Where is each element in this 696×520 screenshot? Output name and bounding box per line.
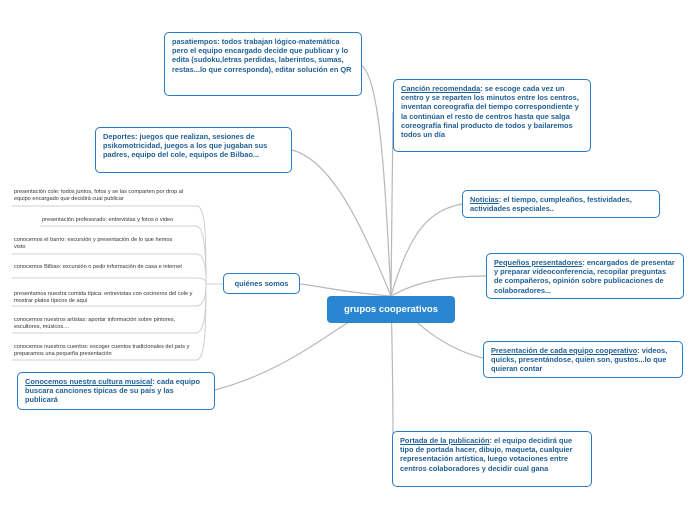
node-portada-text: : el equipo decidirá que tipo de portada…	[400, 436, 573, 473]
node-cancion-recomendada[interactable]: Canción recomendada: se escoge cada vez …	[393, 79, 591, 152]
node-noticias-title: Noticias	[470, 195, 499, 204]
leaf-conocemos-bilbao[interactable]: conocemos Bilbao: excursión o pedir info…	[14, 264, 182, 270]
leaf-presentacion-profesorado[interactable]: presentación profesorado: entrevistas y …	[42, 217, 174, 223]
node-quienes-somos[interactable]: quiénes somos	[223, 273, 300, 294]
leaf-conocemos-barrio[interactable]: conocemos el barrio: excursión y present…	[14, 237, 173, 250]
central-topic[interactable]: grupos cooperativos	[327, 296, 455, 323]
leaf-cuentos[interactable]: conocemos nuestros cuentos: escoger cuen…	[14, 344, 190, 357]
node-cultura-musical[interactable]: Conocemos nuestra cultura musical: cada …	[17, 372, 215, 410]
node-pequenos-text: : encargados de presentar y preparar vid…	[494, 258, 675, 295]
node-pasatiempos[interactable]: pasatiempos: todos trabajan lógico-matem…	[164, 32, 362, 96]
node-presentacion-text: : videos, quicks, presentándose, quien s…	[491, 346, 668, 374]
link-noticias	[390, 203, 463, 297]
leaf-comida-tipica[interactable]: presentamos nuestra comida típica: entre…	[14, 291, 193, 304]
node-noticias-text: : el tiempo, cumpleaños, festividades, a…	[470, 195, 632, 214]
node-cancion-title: Canción recomendada	[401, 84, 481, 93]
node-portada-title: Portada de la publicación	[400, 436, 490, 445]
node-pasatiempos-text: todos trabajan lógico-matemática pero el…	[172, 37, 352, 74]
node-deportes[interactable]: Deportes: juegos que realizan, sesiones …	[95, 127, 292, 173]
link-cancion	[390, 111, 394, 297]
node-cultura-title: Conocemos nuestra cultura musical	[25, 377, 153, 386]
node-deportes-title: Deportes:	[103, 132, 138, 141]
link-pasatiempos	[361, 65, 392, 297]
node-cancion-text: : se escoge cada vez un centro y se repa…	[401, 84, 579, 140]
node-presentacion-title: Presentación de cada equipo cooperativo	[491, 346, 638, 355]
link-pequenos	[390, 275, 487, 297]
link-deportes	[291, 149, 392, 297]
leaf-presentacion-cole[interactable]: presentación cole: todos juntos, fotos y…	[14, 189, 184, 202]
node-pasatiempos-title: pasatiempos:	[172, 37, 220, 46]
node-pequenos-presentadores[interactable]: Pequeños presentadores: encargados de pr…	[486, 253, 684, 299]
node-presentacion-equipo[interactable]: Presentación de cada equipo cooperativo:…	[483, 341, 683, 378]
node-cultura-text: : cada equipo buscara canciones típicas …	[25, 377, 200, 405]
node-quienes-title: quiénes somos	[234, 279, 289, 288]
node-portada[interactable]: Portada de la publicación: el equipo dec…	[392, 431, 592, 487]
node-pequenos-title: Pequeños presentadores	[494, 258, 583, 267]
leaf-artistas[interactable]: conocemos nuestros artistas: aportar inf…	[14, 317, 176, 330]
node-deportes-text: juegos que realizan, sesiones de psikomo…	[103, 132, 268, 160]
node-noticias[interactable]: Noticias: el tiempo, cumpleaños, festivi…	[462, 190, 660, 218]
link-quienes	[299, 283, 392, 297]
